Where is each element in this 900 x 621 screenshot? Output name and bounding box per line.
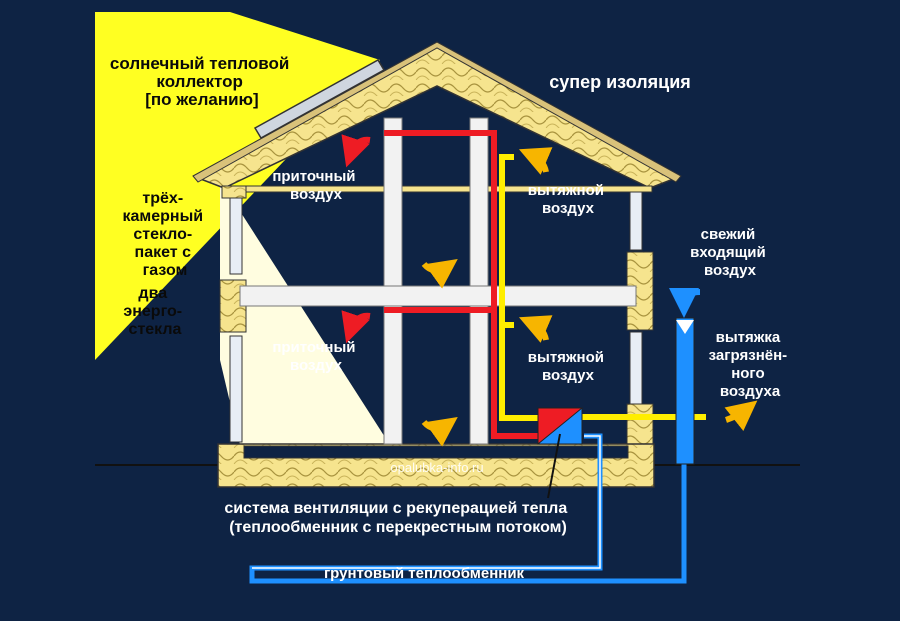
ground-exchanger-label: грунтовый теплообменник bbox=[324, 565, 525, 582]
right-window-upper bbox=[629, 191, 643, 251]
supply-air-bottom-label: приточный воздух bbox=[272, 339, 359, 374]
ventilation-system-label: система вентиляции с рекуперацией тепла … bbox=[224, 500, 571, 536]
supply-riser-left-lower bbox=[383, 305, 403, 445]
polluted-air-label: вытяжка загрязнён- ного воздуха bbox=[709, 329, 792, 400]
sunlight-beam-lower bbox=[220, 180, 390, 445]
room-flow-arrow-upper bbox=[421, 259, 458, 289]
left-window-lower bbox=[229, 335, 243, 443]
watermark: opalubka-info.ru bbox=[390, 460, 483, 475]
foundation-slab bbox=[243, 445, 629, 459]
supply-air-top-label: приточный воздух bbox=[272, 168, 359, 203]
fresh-air-arrow bbox=[669, 287, 701, 318]
solar-collector bbox=[253, 58, 386, 140]
supply-duct-red bbox=[384, 130, 540, 439]
exhaust-arrow-top bbox=[518, 147, 553, 175]
polluted-air-arrow bbox=[724, 400, 758, 431]
left-window-upper bbox=[229, 197, 243, 275]
right-window-lower bbox=[629, 331, 643, 405]
exhaust-air-top-label: вытяжной воздух bbox=[528, 182, 608, 217]
supply-riser-left bbox=[383, 117, 403, 287]
supply-arrow-bottom bbox=[341, 310, 371, 344]
exhaust-duct-yellow bbox=[499, 154, 540, 421]
exhaust-riser-right-lower bbox=[469, 305, 489, 445]
room-flow-arrow-lower bbox=[421, 417, 458, 447]
exchanger-pointer bbox=[547, 433, 561, 499]
exhaust-air-bottom-label: вытяжной воздух bbox=[528, 349, 608, 384]
fresh-air-intake-column bbox=[675, 317, 695, 465]
left-wall-insulation-top bbox=[221, 185, 247, 199]
roof-edge bbox=[192, 41, 682, 183]
intake-cap bbox=[676, 320, 694, 334]
super-insulation-label: супер изоляция bbox=[549, 72, 691, 92]
supply-arrow-top bbox=[341, 134, 371, 168]
heat-exchanger-blue bbox=[536, 406, 583, 445]
exhaust-riser-right bbox=[469, 117, 489, 287]
solar-collector-label: солнечный тепловой коллектор [по желанию… bbox=[110, 54, 294, 109]
interior-floor bbox=[239, 285, 637, 307]
exhaust-arrow-bottom bbox=[518, 315, 553, 343]
fresh-air-label: свежий входящий воздух bbox=[690, 226, 770, 279]
ground-duct-blue-inner bbox=[252, 435, 601, 569]
triple-glazing-label: трёх- камерный стекло- пакет с газом bbox=[122, 190, 207, 279]
energy-glass-label: два энерго- стекла bbox=[123, 285, 186, 338]
